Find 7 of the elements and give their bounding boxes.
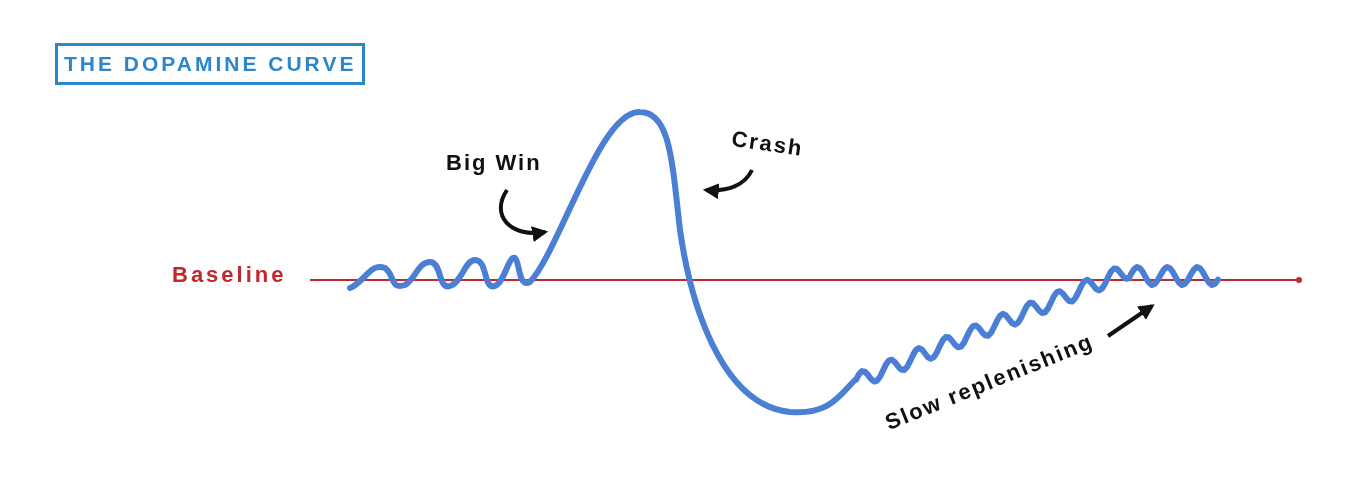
baseline-label: Baseline [172,261,287,289]
title-box: THE DOPAMINE CURVE [55,43,366,85]
curved-arrow [1106,304,1155,338]
curved-arrow [702,169,754,199]
annotation-label: Crash [729,122,806,165]
annotation-label: Big Win [446,146,542,179]
curved-arrow [499,189,549,242]
